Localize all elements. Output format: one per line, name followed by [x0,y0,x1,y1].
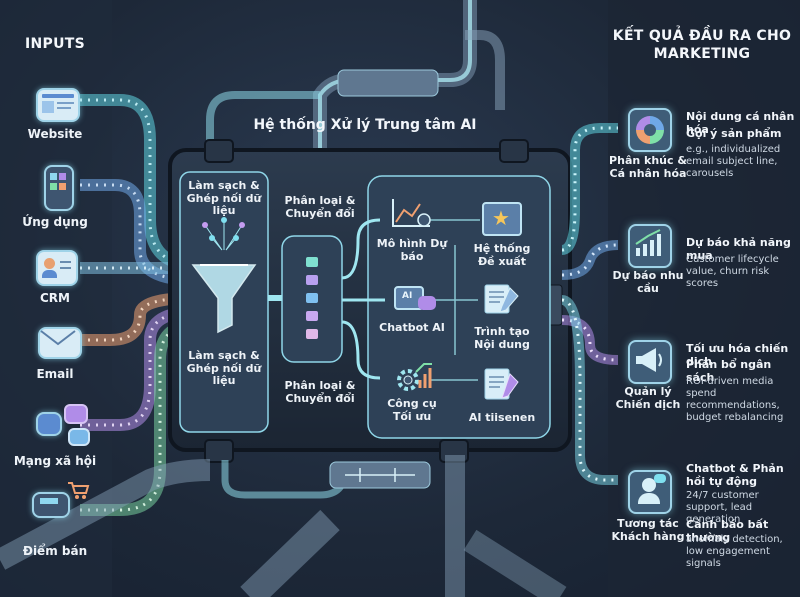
recommendation-star-icon: ★ [482,202,522,236]
crm-contact-icon [36,250,78,286]
content-writer-icon [484,284,519,314]
output-bullet-chatbot: Chatbot & Phản hồi tự động [686,462,784,489]
clean-merge-label-top: Làm sạch & Ghép nối dữ liệu [186,179,262,218]
output-bullet-anomaly: Cảnh báo bất thường [686,518,769,545]
module-label-chatbot: Chatbot AI [379,321,445,334]
input-label-social: Mạng xã hội [13,454,97,468]
funnel-icon [191,217,257,334]
input-label-email: Email [36,367,74,381]
output-detail-support: 24/7 customer support, lead generation [686,490,759,525]
output-bullet-product: Gợi ý sản phẩm [686,127,782,140]
website-icon [36,88,80,122]
chatbot-icon: AI [394,286,436,310]
module-label-recommend: Hệ thống Đề xuất [473,242,531,268]
output-bullet-campaign-opt: Tối ưu hóa chiến dịch [686,342,789,369]
output-bullet-personalized: Nội dung cá nhân hóa [686,110,795,137]
output-bullet-budget: Phân bổ ngân sách [686,358,772,385]
forecast-chart-icon [392,199,431,227]
optimization-gear-icon [397,363,432,391]
outputs-header: KẾT QUẢ ĐẦU RA CHO MARKETING [612,28,792,62]
segmentation-pie-icon [628,108,672,152]
output-label-campaign: Quản lý Chiến dịch [615,385,681,411]
input-label-app: Ứng dụng [22,215,88,229]
output-label-engagement: Tương tác Khách hàng [611,517,685,543]
output-bullet-purchase: Dự báo khả năng mua [686,236,791,263]
output-label-demand: Dự báo nhu cầu [612,269,684,295]
classify-label-top: Phân loại & Chuyển đổi [284,194,356,220]
input-label-crm: CRM [40,291,70,305]
module-label-optimize: Công cụ Tối ưu [387,397,437,423]
input-label-website: Website [27,127,83,141]
output-detail-demand: Customer lifecycle value, churn risk sco… [686,254,779,289]
demand-forecast-icon [628,224,672,268]
classify-label-bottom: Phân loại & Chuyển đổi [284,379,356,405]
output-detail-anomaly: anomaly detection, low engagement signal… [686,534,783,569]
output-detail-segmentation: e.g., individualized email subject line,… [686,144,781,179]
megaphone-icon [628,340,672,384]
module-label-ai-other: AI tiisenen [468,411,536,424]
customer-chat-icon [628,470,672,514]
point-of-sale-icon [32,482,90,518]
module-label-forecast: Mô hình Dự báo [376,237,448,263]
module-label-content: Trình tạo Nội dung [474,325,530,351]
mobile-app-icon [44,165,74,211]
input-label-pos: Điểm bán [22,544,88,558]
system-title: Hệ thống Xử lý Trung tâm AI [253,117,477,133]
ai-document-icon [484,368,519,400]
output-label-segmentation: Phân khúc & Cá nhân hóa [609,154,687,180]
social-media-icon [36,404,90,446]
email-icon [38,327,82,359]
clean-merge-label-bottom: Làm sạch & Ghép nối dữ liệu [186,349,262,388]
inputs-header: INPUTS [25,36,85,52]
output-detail-campaign: ROI-driven media spend recommendations, … [686,376,784,423]
